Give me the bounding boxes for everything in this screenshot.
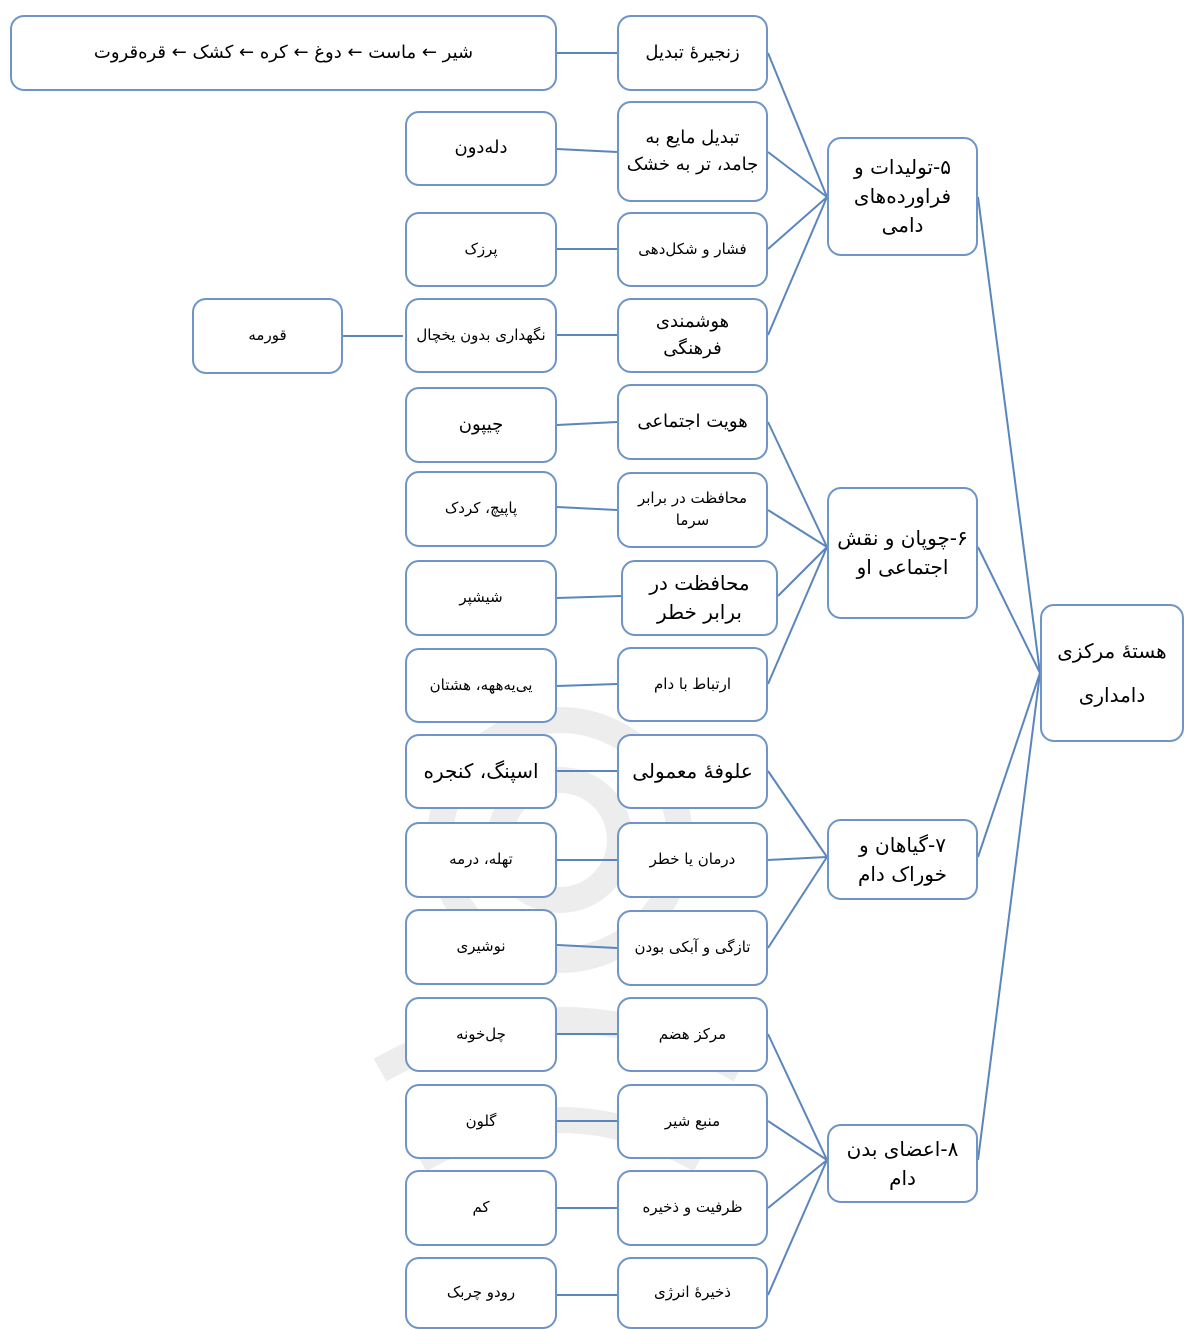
edge-example-concept: [556, 506, 618, 511]
concept-node: درمان یا خطر: [617, 822, 768, 898]
example-node: نوشیری: [405, 909, 557, 985]
category-node-8: ۸-اعضای بدن دام: [827, 1124, 978, 1203]
concept-node: زنجیرهٔ تبدیل: [617, 15, 768, 91]
edge-concept-category: [767, 196, 828, 250]
concept-node: هویت اجتماعی: [617, 384, 768, 460]
edge-concept-category: [767, 856, 828, 861]
category-node-5: ۵-تولیدات و فراورده‌های دامی: [827, 137, 978, 256]
example-node: پاپیچ، کردک: [405, 471, 557, 547]
example-node: اسپنگ، کنجره: [405, 734, 557, 809]
concept-node: ارتباط با دام: [617, 647, 768, 722]
example-node: شیر ← ماست ← دوغ ← کره ← کشک ← قره‌قروت: [10, 15, 557, 91]
concept-node: تازگی و آبکی بودن: [617, 910, 768, 986]
edge-example-concept: [556, 944, 618, 949]
category-node-7: ۷-گیاهان و خوراک دام: [827, 819, 978, 900]
concept-node: ظرفیت و ذخیره: [617, 1170, 768, 1246]
concept-node: تبدیل مایع به جامد، تر به خشک: [617, 101, 768, 202]
example-node: تهله، درمه: [405, 822, 557, 898]
edge-concept-category: [767, 421, 828, 548]
example-node: کم: [405, 1170, 557, 1246]
edge-concept-category: [767, 1159, 828, 1296]
edge-concept-category: [777, 546, 828, 597]
concept-node: مرکز هضم: [617, 997, 768, 1072]
example-node: پرزک: [405, 212, 557, 287]
concept-node: ذخیرهٔ انرژی: [617, 1257, 768, 1329]
concept-node: محافظت در برابر خطر: [621, 560, 778, 636]
edge-category-root: [977, 196, 1041, 674]
category-node-6: ۶-چوپان و نقش اجتماعی او: [827, 487, 978, 619]
concept-node: منبع شیر: [617, 1084, 768, 1159]
edge-concept-category: [767, 52, 828, 198]
edge-concept-category: [767, 546, 828, 685]
edge-category-root: [977, 546, 1041, 674]
edge-concept-category: [767, 856, 828, 949]
edge-example-concept: [556, 421, 618, 426]
root-node: هستهٔ مرکزی دامداری: [1040, 604, 1184, 742]
example-node: شیشپر: [405, 560, 557, 636]
example-node: یی‌یه‌ههه، هشتان: [405, 648, 557, 723]
concept-node: هوشمندی فرهنگی: [617, 298, 768, 373]
edge-concept-category: [767, 151, 828, 198]
example-node: دله‌دون: [405, 111, 557, 186]
edge-example-concept: [556, 683, 618, 687]
example-node: چیپون: [405, 387, 557, 463]
edge-concept-category: [767, 509, 828, 548]
concept-node: علوفهٔ معمولی: [617, 734, 768, 809]
example-node: گلون: [405, 1084, 557, 1159]
example-node: رودو چربک: [405, 1257, 557, 1329]
extra-example-node: قورمه: [192, 298, 343, 374]
edge-concept-category: [767, 196, 828, 336]
edge-example-concept: [556, 148, 618, 153]
concept-node: محافظت در برابر سرما: [617, 472, 768, 548]
edge-concept-category: [767, 770, 828, 858]
edge-category-root: [977, 672, 1041, 1161]
edge-concept-category: [767, 1033, 828, 1161]
example-node: نگهداری بدون یخچال: [405, 298, 557, 373]
concept-node: فشار و شکل‌دهی: [617, 212, 768, 287]
example-node: چل‌خونه: [405, 997, 557, 1072]
edge-concept-category: [767, 1120, 828, 1161]
edge-concept-category: [767, 1159, 828, 1209]
edge-example-concept: [556, 595, 622, 599]
edge-category-root: [977, 672, 1041, 858]
